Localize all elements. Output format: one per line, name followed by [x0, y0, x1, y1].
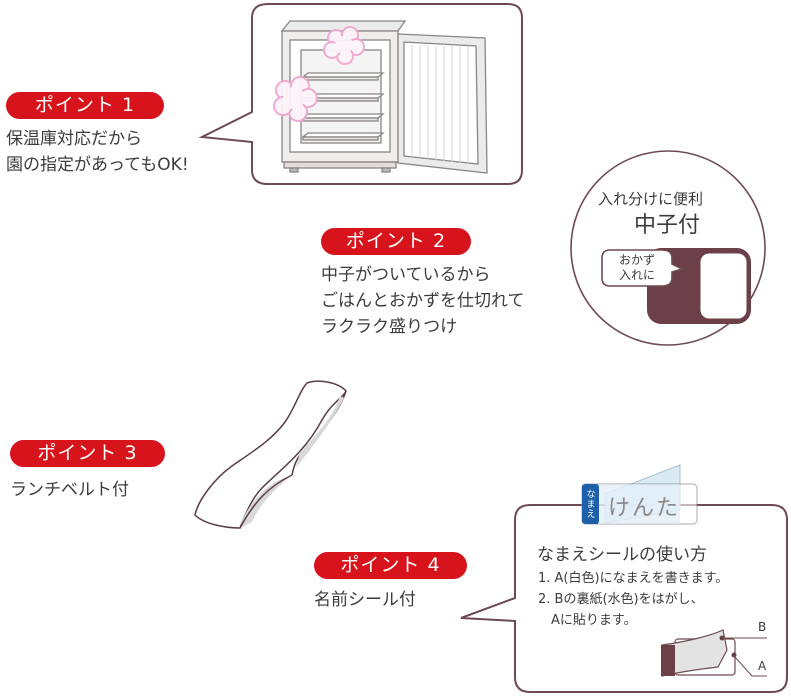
lunch-belt-illustration: [194, 380, 347, 529]
howto-step-1: 1. A(白色)になまえを書きます。: [538, 571, 729, 586]
inner-tray-caption: 入れ分けに便利: [598, 190, 704, 208]
seal-label-a: A: [758, 659, 767, 673]
point2-line2: ごはんとおかずを仕切れて: [321, 291, 525, 311]
mini-bubble-line2: 入れに: [618, 268, 655, 282]
point1-line2: 園の指定があってもOK!: [6, 155, 189, 175]
seal-ab-diagram: [661, 629, 767, 677]
point3-badge: ポイント 3: [10, 440, 165, 467]
howto-step-2: 2. Bの裏紙(水色)をはがし、: [538, 592, 704, 607]
point1-line1: 保温庫対応だから: [6, 129, 142, 149]
point2-line3: ラクラク盛りつけ: [321, 317, 458, 337]
point1-badge: ポイント 1: [6, 92, 164, 119]
point2-badge: ポイント 2: [321, 228, 471, 255]
inner-tray-illustration: [601, 248, 751, 324]
seal-label-b: B: [758, 620, 767, 634]
steam-cloud-icon: [323, 26, 365, 65]
steam-cloud-icon: [273, 76, 318, 122]
point4-line1: 名前シール付: [314, 590, 416, 610]
point2-line1: 中子がついているから: [321, 265, 491, 285]
inner-tray-title: 中子付: [634, 213, 701, 238]
point3-line1: ランチベルト付: [10, 480, 129, 500]
seal-tag: なまえ: [584, 487, 598, 524]
mini-bubble-line1: おかず: [618, 253, 655, 267]
howto-step-3: Aに貼ります。: [538, 613, 637, 628]
point4-badge: ポイント 4: [314, 552, 467, 579]
seal-sample-name: けんた: [608, 496, 681, 521]
howto-title: なまえシールの使い方: [537, 545, 707, 565]
name-seal-illustration: [581, 464, 698, 525]
